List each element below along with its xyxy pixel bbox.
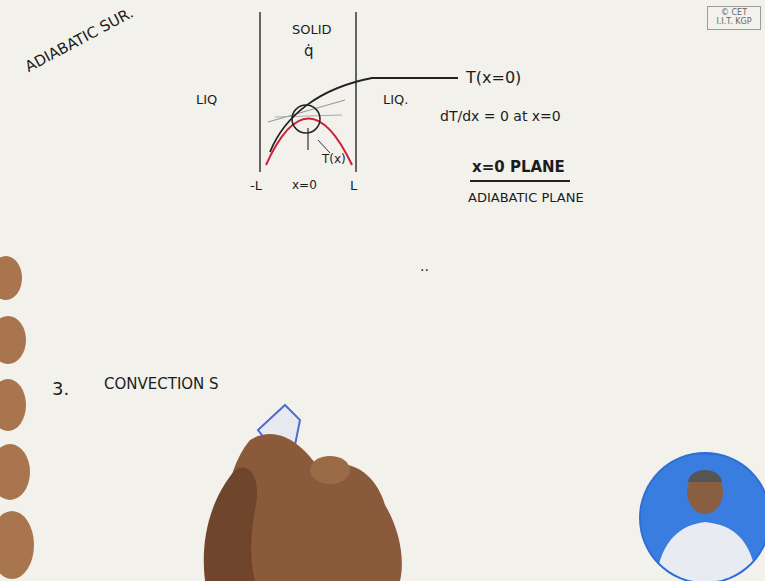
board-note: T(x=0) — [466, 68, 521, 87]
lecturer-inset — [639, 452, 765, 581]
board-note: LIQ — [196, 92, 217, 107]
board-note: q̇ — [304, 42, 314, 60]
leader-line — [318, 140, 330, 153]
board-note: x=0 — [292, 178, 317, 192]
watermark-box: © CET I.I.T. KGP — [707, 6, 761, 30]
board-note: .. — [420, 258, 429, 274]
board-note: L — [350, 178, 357, 193]
slab-wall — [355, 12, 357, 172]
board-note: dT/dx = 0 at x=0 — [440, 108, 561, 124]
board-note: T(x) — [322, 152, 346, 166]
board-note: x=0 PLANE — [472, 158, 565, 176]
tangent-line — [275, 115, 342, 117]
highlight-circle — [292, 105, 320, 133]
board-note: ADIABATIC PLANE — [468, 190, 584, 205]
board-note: -L — [250, 178, 262, 193]
axis-tick — [307, 128, 308, 150]
board-note: SOLID — [292, 22, 332, 37]
temperature-profile — [266, 119, 352, 166]
underline — [470, 180, 570, 182]
board-note: CONVECTION S — [104, 375, 219, 393]
writing-hand — [204, 405, 402, 581]
board-note: LIQ. — [383, 92, 408, 107]
board-note: 3. — [52, 378, 69, 399]
watermark-text: © CET I.I.T. KGP — [712, 9, 756, 27]
lecturer-hand — [0, 256, 34, 579]
board-note: ADIABATIC SUR. — [22, 4, 136, 76]
leader-curve — [270, 78, 458, 152]
slab-wall — [259, 12, 261, 172]
